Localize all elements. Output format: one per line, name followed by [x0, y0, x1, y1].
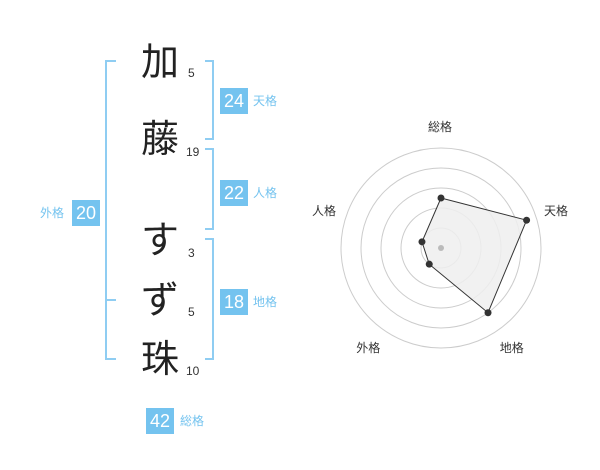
- name-char-5: 珠: [140, 337, 179, 381]
- radar-point: [418, 238, 426, 246]
- radar-axis-label: 人格: [311, 204, 336, 219]
- jinkaku-label: 人格: [253, 186, 278, 200]
- tenkaku-bracket: [205, 60, 214, 140]
- radar-grid-ring: [340, 147, 542, 349]
- stroke-count-5: 10: [186, 364, 200, 378]
- radar-points: [418, 194, 531, 317]
- stroke-count-1: 5: [188, 66, 195, 80]
- gaikaku-value-badge: 20: [72, 200, 100, 226]
- chikaku-bracket: [205, 238, 214, 360]
- name-char-2: 藤: [140, 117, 179, 161]
- stroke-count-4: 5: [188, 305, 195, 319]
- radar-point: [484, 309, 492, 317]
- radar-polygon: [421, 197, 528, 314]
- chikaku-value-badge: 18: [220, 289, 248, 315]
- radar-center-dot: [438, 245, 444, 251]
- radar-axis-label: 地格: [499, 340, 524, 355]
- jinkaku-bracket: [205, 148, 214, 230]
- tenkaku-label: 天格: [253, 94, 278, 108]
- stroke-count-2: 19: [186, 145, 200, 159]
- radar-axis-label: 総格: [428, 120, 453, 134]
- chikaku-label: 地格: [253, 295, 278, 309]
- soukaku-value-badge: 42: [146, 408, 174, 434]
- stroke-count-3: 3: [188, 246, 195, 260]
- tenkaku-value-badge: 24: [220, 88, 248, 114]
- radar-grid-ring: [360, 167, 522, 329]
- radar-point: [523, 216, 531, 224]
- radar-axis-label: 外格: [356, 340, 381, 355]
- radar-axis-label: 天格: [544, 204, 569, 219]
- name-char-1: 加: [140, 40, 179, 84]
- radar-point: [425, 260, 433, 268]
- soukaku-label: 総格: [180, 414, 205, 428]
- gaikaku-bracket: [105, 60, 116, 360]
- gaikaku-label: 外格: [40, 206, 65, 220]
- name-char-4: ず: [140, 278, 179, 322]
- radar-point: [437, 194, 445, 202]
- name-char-3: す: [140, 218, 179, 262]
- jinkaku-value-badge: 22: [220, 180, 248, 206]
